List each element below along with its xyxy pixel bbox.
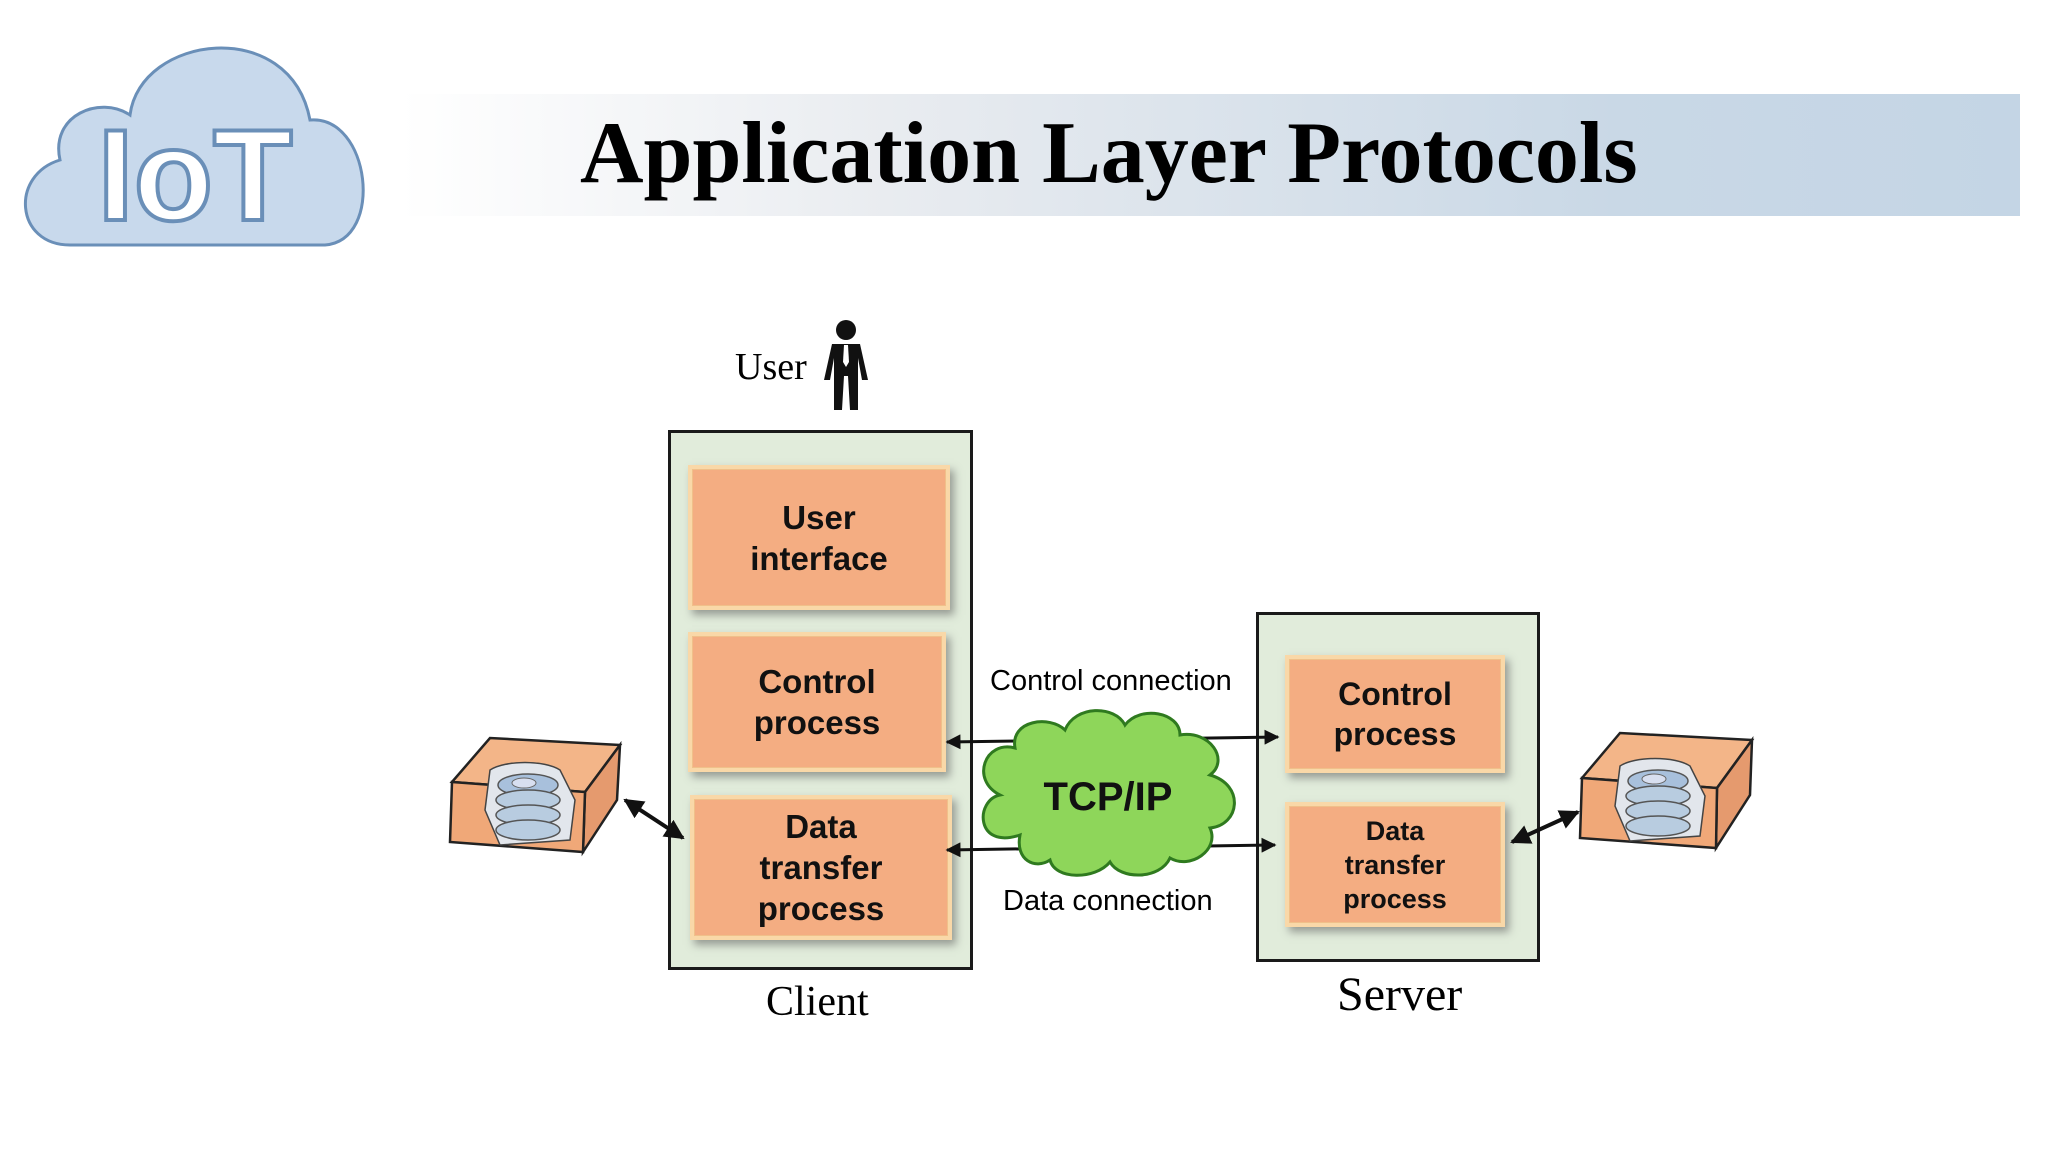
data-connection-label: Data connection	[1003, 885, 1213, 917]
server-data-transfer-box: Data transfer process	[1285, 802, 1505, 927]
client-control-process-label: Control process	[753, 663, 881, 741]
tcpip-cloud: TCP/IP	[981, 709, 1236, 877]
page-title: Application Layer Protocols	[580, 105, 1638, 202]
server-control-process-box: Control process	[1285, 655, 1505, 773]
person-icon	[824, 320, 868, 410]
server-storage-arrow	[1510, 810, 1580, 844]
client-storage-drive-icon	[448, 736, 623, 857]
tcpip-label: TCP/IP	[1044, 775, 1173, 819]
client-user-interface-label: User interface	[750, 498, 888, 577]
title-bar	[400, 94, 2020, 216]
server-storage-drive-icon	[1578, 731, 1755, 853]
server-data-transfer-label: Data transfer process	[1343, 815, 1447, 914]
server-label: Server	[1337, 968, 1463, 1021]
client-storage-arrow	[623, 798, 685, 840]
client-data-transfer-box: Data transfer process	[690, 795, 952, 940]
control-connection-label: Control connection	[990, 665, 1232, 697]
client-label: Client	[766, 979, 869, 1025]
logo-text: IoT	[98, 102, 293, 248]
user-label: User	[735, 346, 807, 388]
server-control-process-label: Control process	[1333, 676, 1457, 752]
client-user-interface-box: User interface	[688, 465, 950, 610]
iot-cloud-logo: IoT	[24, 46, 365, 250]
client-data-transfer-label: Data transfer process	[757, 808, 885, 927]
client-control-process-box: Control process	[688, 632, 946, 772]
